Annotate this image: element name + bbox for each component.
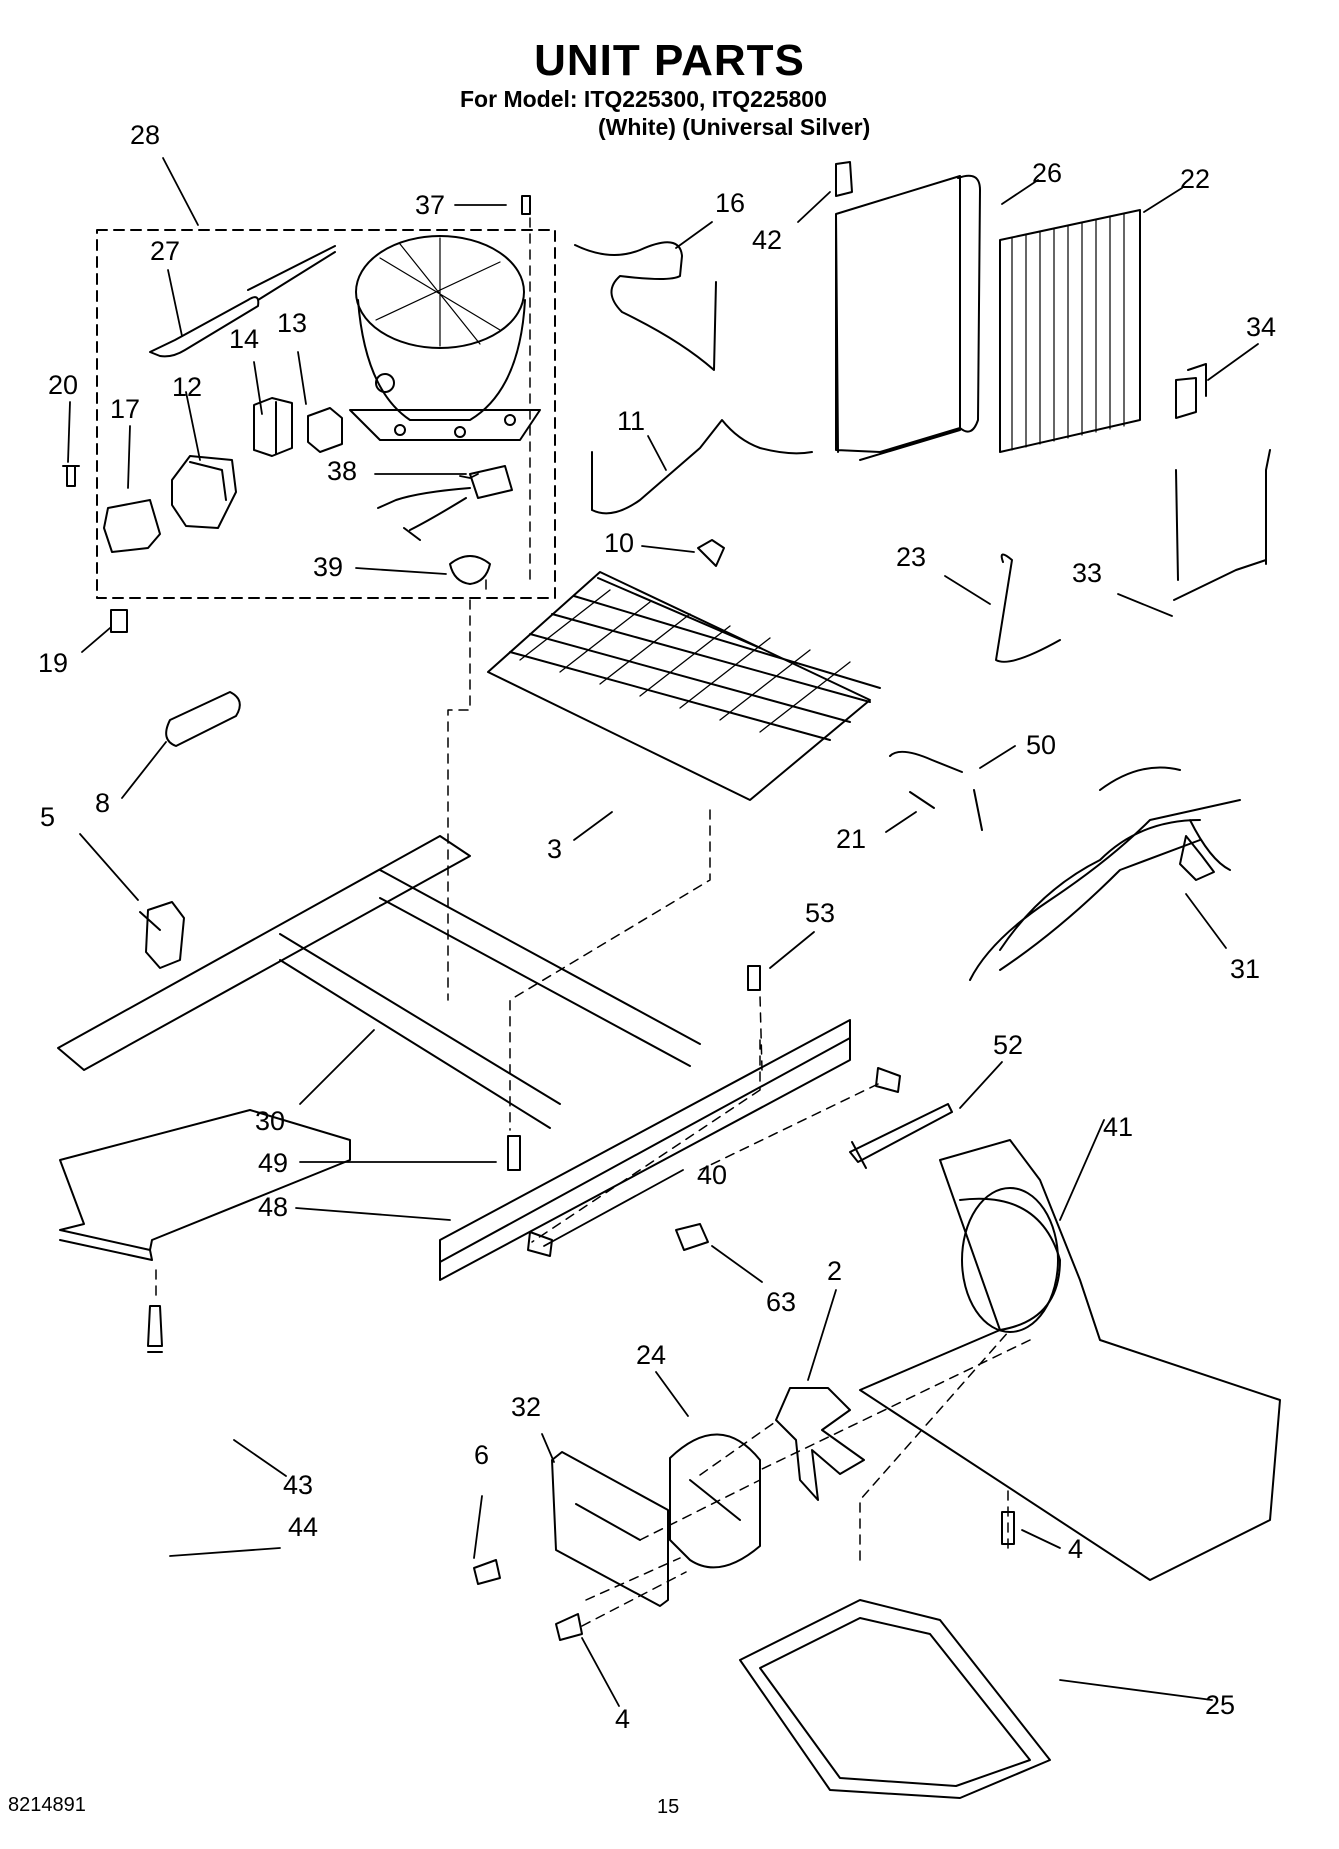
callout-26: 26 <box>1032 158 1063 188</box>
callout-40: 40 <box>697 1160 728 1190</box>
callout-4-bottom: 4 <box>615 1704 631 1734</box>
callout-19: 19 <box>38 648 69 678</box>
screw-40b-drawing <box>527 1231 553 1257</box>
harness-38-drawing <box>377 465 513 541</box>
plug-19-drawing <box>110 609 128 633</box>
screw-6-drawing <box>473 1559 501 1585</box>
screw-37-drawing <box>521 195 531 215</box>
tie-52-drawing <box>849 1103 953 1169</box>
callout-49: 49 <box>258 1148 289 1178</box>
tube-11-drawing <box>591 419 813 515</box>
plug-31-drawing <box>1179 835 1215 881</box>
shroud-26-drawing <box>835 174 981 461</box>
clip-10-drawing <box>697 539 725 567</box>
plug-8-drawing <box>165 691 241 747</box>
doc-number: 8214891 <box>8 1794 86 1816</box>
housing-41-drawing <box>859 1139 1281 1581</box>
grommet-39-drawing <box>449 555 491 585</box>
dryer-drawing <box>149 245 336 358</box>
variant-line: (White) (Universal Silver) <box>598 114 871 140</box>
blade-2-drawing <box>775 1387 865 1501</box>
callout-5: 5 <box>40 802 56 832</box>
leader-lines <box>67 157 1259 1707</box>
callout-30: 30 <box>255 1106 286 1136</box>
cover-drawing <box>307 407 343 453</box>
callout-41: 41 <box>1103 1112 1134 1142</box>
callout-37: 37 <box>415 190 446 220</box>
callout-11: 11 <box>617 406 646 436</box>
screw-44-drawing <box>147 1305 163 1353</box>
callout-22: 22 <box>1180 164 1211 194</box>
callout-34: 34 <box>1246 312 1277 342</box>
frame-30-drawing <box>57 835 701 1129</box>
screw-20-drawing <box>62 465 80 487</box>
callout-6: 6 <box>474 1440 490 1470</box>
callout-13: 13 <box>277 308 308 338</box>
rail-48-drawing <box>439 1019 851 1281</box>
part-21-50-drawing <box>889 750 983 831</box>
callout-24: 24 <box>636 1340 667 1370</box>
callout-32: 32 <box>511 1392 542 1422</box>
clip-42-drawing <box>835 161 853 197</box>
bracket-5-drawing <box>145 901 185 969</box>
callout-4-right: 4 <box>1068 1534 1084 1564</box>
wire-23-drawing <box>995 553 1061 663</box>
pan-43-drawing <box>59 1109 351 1261</box>
terminal-block-drawing <box>103 499 161 553</box>
callout-3: 3 <box>547 834 563 864</box>
motor-24-drawing <box>669 1433 761 1569</box>
callout-31: 31 <box>1230 954 1261 984</box>
callout-25: 25 <box>1205 1690 1236 1720</box>
callout-43: 43 <box>283 1470 314 1500</box>
page-title: UNIT PARTS <box>534 36 805 85</box>
callout-2: 2 <box>827 1256 843 1286</box>
callout-39: 39 <box>313 552 344 582</box>
callout-17: 17 <box>110 394 141 424</box>
callout-16: 16 <box>715 188 746 218</box>
callout-53: 53 <box>805 898 836 928</box>
callout-20: 20 <box>48 370 79 400</box>
screw-49-drawing <box>507 1135 521 1171</box>
overload-drawing <box>253 397 293 457</box>
screw-4b-drawing <box>555 1613 583 1641</box>
callout-44: 44 <box>288 1512 319 1542</box>
callout-23: 23 <box>896 542 927 572</box>
sleeve-63-drawing <box>675 1223 709 1251</box>
callout-42: 42 <box>752 225 783 255</box>
tube-16-drawing <box>574 241 717 371</box>
evaporator-3-drawing <box>487 571 881 801</box>
start-relay-drawing <box>171 455 237 529</box>
callout-38: 38 <box>327 456 358 486</box>
dashed-assembly-lines <box>155 217 1031 1627</box>
bracket-34-drawing <box>1175 363 1207 419</box>
drain-pan-25-drawing <box>739 1599 1051 1799</box>
compressor-drawing <box>349 235 541 441</box>
callout-12: 12 <box>172 372 203 402</box>
callout-33: 33 <box>1072 558 1103 588</box>
callout-21: 21 <box>836 824 867 854</box>
callout-63: 63 <box>766 1287 797 1317</box>
model-line: For Model: ITQ225300, ITQ225800 <box>460 86 827 112</box>
screw-4a-drawing <box>1001 1511 1015 1545</box>
line-33-drawing <box>1173 449 1271 601</box>
callout-8: 8 <box>95 788 111 818</box>
screw-53-drawing <box>747 965 761 991</box>
callout-14: 14 <box>229 324 260 354</box>
harness-31-drawing <box>969 766 1241 981</box>
callout-27: 27 <box>150 236 181 266</box>
callout-10: 10 <box>604 528 635 558</box>
callout-52: 52 <box>993 1030 1024 1060</box>
compressor-kit-box <box>96 229 556 599</box>
page-number: 15 <box>657 1796 680 1818</box>
callout-50: 50 <box>1026 730 1057 760</box>
callout-28: 28 <box>130 120 161 150</box>
condenser-22-drawing <box>999 209 1141 453</box>
bracket-32-drawing <box>551 1451 669 1607</box>
screw-40a-drawing <box>875 1067 901 1093</box>
callout-48: 48 <box>258 1192 289 1222</box>
